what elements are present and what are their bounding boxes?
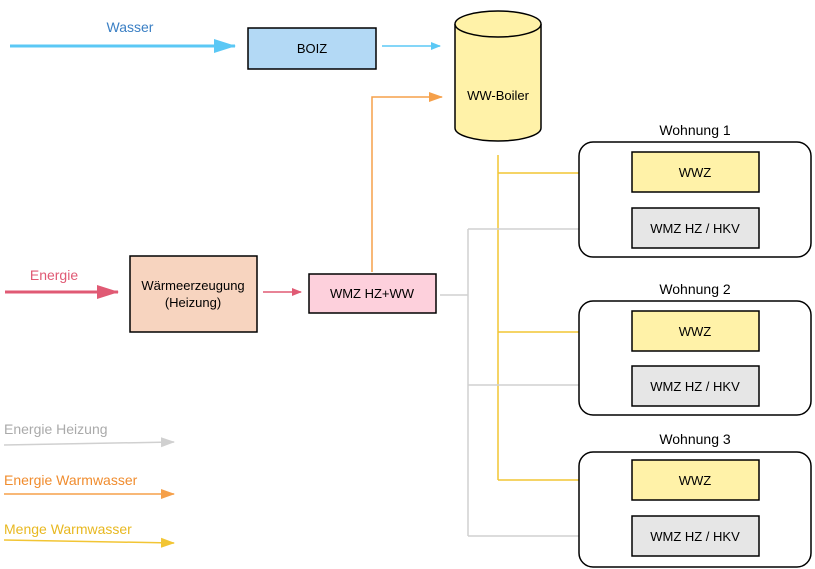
heat-generator-label-line2: (Heizung) (165, 295, 221, 310)
heat-generator-label-line1: Wärmeerzeugung (141, 278, 244, 293)
boiler-label: WW-Boiler (467, 88, 530, 103)
wmz-hkv-label: WMZ HZ / HKV (650, 379, 740, 394)
apartment-title: Wohnung 3 (659, 431, 731, 447)
wwz-label: WWZ (679, 324, 712, 339)
boiler-cylinder (454, 10, 542, 142)
wwz-box (631, 459, 760, 501)
apartment-title: Wohnung 1 (659, 122, 731, 138)
legend-label-heating: Energie Heizung (4, 421, 108, 437)
wmz-hkv-box (631, 365, 760, 407)
apartment-title: Wohnung 2 (659, 281, 731, 297)
apartment-1: Wohnung 1 WWZ WMZ HZ / HKV (578, 122, 812, 258)
energie-label: Energie (30, 267, 78, 283)
wwz-box (631, 310, 760, 352)
apartment-2: Wohnung 2 WWZ WMZ HZ / HKV (578, 281, 812, 416)
wasser-label: Wasser (107, 19, 154, 35)
wwz-label: WWZ (679, 473, 712, 488)
wmz-hkv-label: WMZ HZ / HKV (650, 221, 740, 236)
legend: Energie Heizung Energie Warmwasser Menge… (3, 421, 175, 548)
warmwater-energy-line (371, 92, 443, 272)
heat-generator-box (129, 255, 258, 333)
boiz-label: BOIZ (297, 41, 327, 56)
legend-label-warmwater-energy: Energie Warmwasser (4, 472, 138, 488)
wwz-box (631, 151, 760, 193)
apartment-3: Wohnung 3 WWZ WMZ HZ / HKV (578, 431, 812, 568)
legend-label-warmwater-amount: Menge Warmwasser (4, 521, 132, 537)
wmz-hkv-box (631, 207, 760, 249)
wmz-main-box (308, 273, 437, 314)
legend-arrow-heating (3, 437, 175, 448)
wwz-label: WWZ (679, 165, 712, 180)
wmz-main-label: WMZ HZ+WW (330, 286, 415, 301)
wmz-hkv-label: WMZ HZ / HKV (650, 529, 740, 544)
legend-arrow-warmwater-amount (3, 537, 175, 548)
boiz-box (247, 27, 377, 70)
wmz-hkv-box (631, 515, 760, 557)
